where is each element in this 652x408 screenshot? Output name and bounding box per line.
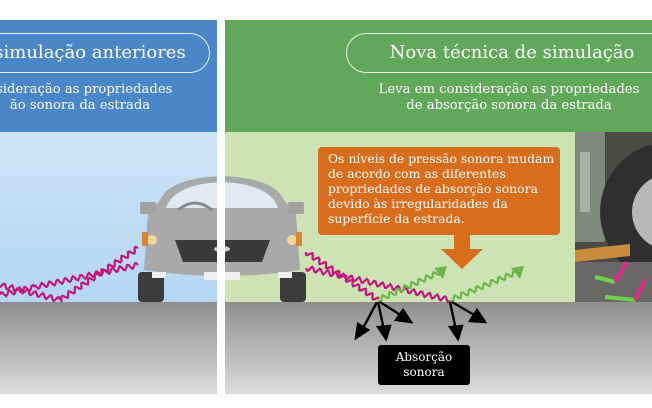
incident-wave xyxy=(33,261,139,291)
absorption-label-line: sonora xyxy=(403,365,445,379)
callout-arrow-icon xyxy=(441,235,483,269)
reflected-wave xyxy=(449,269,519,304)
left-panel-subtitle: nsideração as propriedades ão sonora da … xyxy=(0,82,210,114)
callout-line: devido às irregularidades da xyxy=(328,196,508,211)
callout-line: de acordo com as diferentes xyxy=(328,166,506,181)
right-subtitle-line: Leva em consideração as propriedades xyxy=(378,82,640,97)
left-subtitle-line: nsideração as propriedades xyxy=(0,82,173,97)
callout-line: superfície da estrada. xyxy=(328,211,465,226)
absorption-label-line: Absorção xyxy=(395,350,453,364)
callout-line: propriedades de absorção sonora xyxy=(328,181,538,196)
panel-divider xyxy=(217,20,225,400)
left-subtitle-line: ão sonora da estrada xyxy=(9,98,151,113)
reflected-wave xyxy=(377,270,442,303)
left-panel-header xyxy=(0,20,217,132)
callout-box: Os níveis de pressão sonora mudam de aco… xyxy=(318,147,560,235)
absorption-label: Absorção sonora xyxy=(378,345,470,385)
right-panel-header xyxy=(225,20,652,132)
tire-photo-illustration xyxy=(575,132,652,302)
tire-photo xyxy=(575,132,652,302)
absorption-arrows xyxy=(354,300,488,342)
reflected-wave-arrowhead xyxy=(434,266,447,279)
left-panel-title: simulação anteriores xyxy=(0,33,210,73)
incident-wave xyxy=(0,283,36,298)
right-panel-subtitle: Leva em consideração as propriedades de … xyxy=(370,82,648,114)
right-subtitle-line: de absorção sonora da estrada xyxy=(406,98,612,113)
incident-wave xyxy=(0,282,62,303)
right-panel-title: Nova técnica de simulação xyxy=(346,33,652,73)
reflected-wave-arrowhead xyxy=(511,266,524,279)
road-left xyxy=(0,302,217,394)
incident-wave xyxy=(304,265,451,304)
callout-line: Os níveis de pressão sonora mudam xyxy=(328,151,555,166)
